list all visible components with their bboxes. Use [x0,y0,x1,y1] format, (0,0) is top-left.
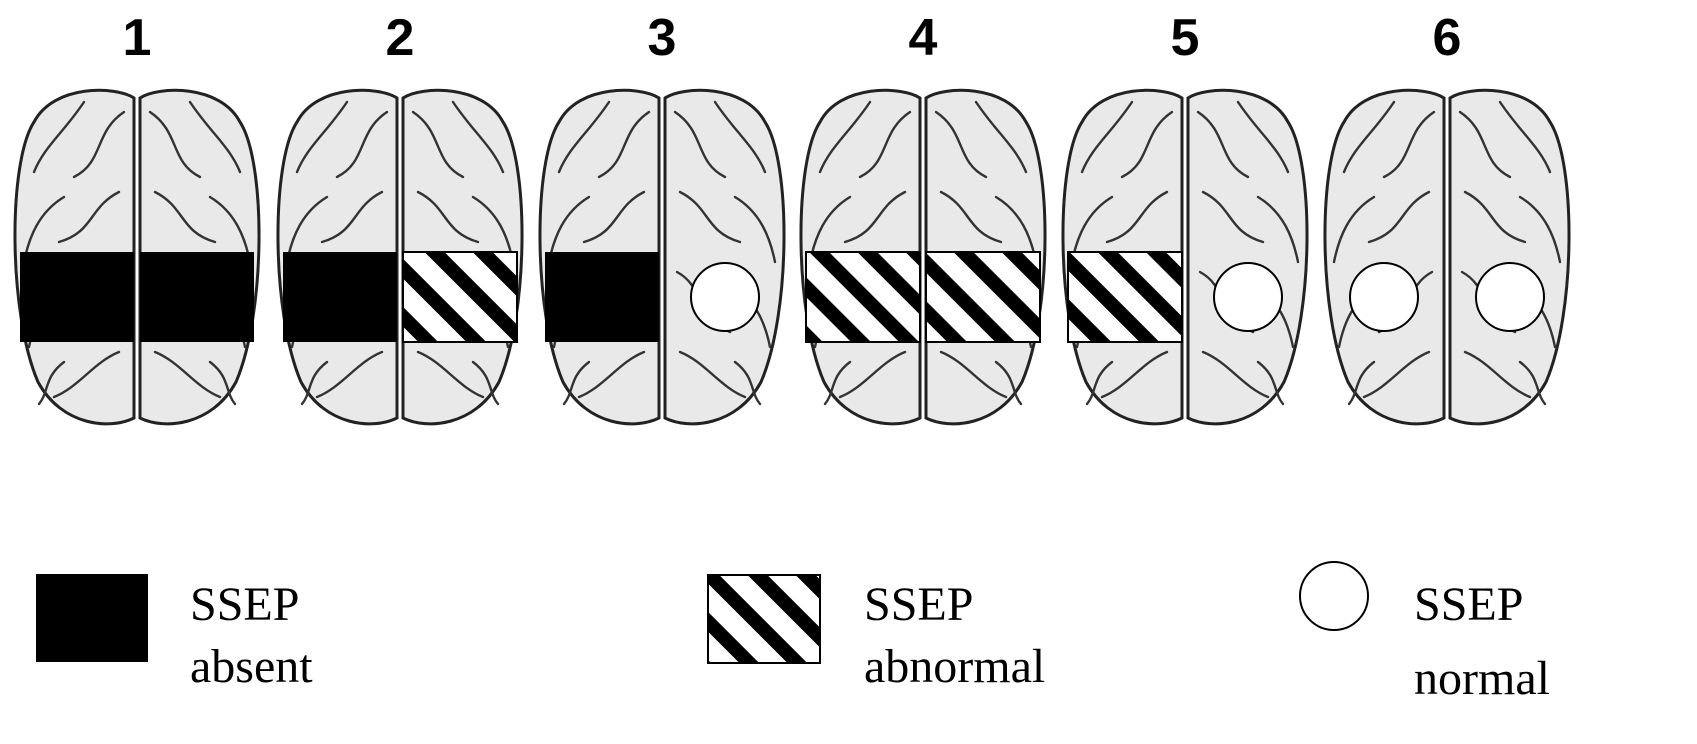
legend: SSEP absent SSEP abnormal SSEP normal [36,562,1550,705]
grades: 1 2 3 4 5 6 [15,9,1569,424]
legend-abnormal-line1: SSEP [864,578,973,631]
ssep-absent-marker [283,252,397,342]
brain-hemisphere-left [1325,90,1444,424]
ssep-abnormal-marker [806,252,920,342]
grade-4: 4 [801,9,1045,424]
legend-normal-line1: SSEP [1414,578,1523,631]
ssep-abnormal-marker [1068,252,1182,342]
grade-6: 6 [1325,9,1569,424]
ssep-absent-marker [140,252,254,342]
ssep-normal-marker [1214,263,1282,331]
grade-number: 3 [648,9,677,67]
legend-absent-swatch [36,574,148,662]
ssep-absent-marker [545,252,659,342]
grade-1: 1 [15,9,259,424]
legend-abnormal-line2: abnormal [864,640,1045,693]
legend-absent-line1: SSEP [190,578,299,631]
legend-absent-line2: absent [190,640,313,693]
ssep-absent-marker [20,252,134,342]
brain-hemisphere-right [1450,90,1569,424]
brain-hemisphere-right [1188,90,1307,424]
grade-number: 1 [123,9,152,67]
grade-5: 5 [1063,9,1307,424]
grade-number: 5 [1171,9,1200,67]
ssep-abnormal-marker [403,252,517,342]
ssep-abnormal-marker [926,252,1040,342]
ssep-normal-marker [1476,263,1544,331]
brain-hemisphere-right [665,90,784,424]
grade-number: 2 [386,9,415,67]
legend-normal-line2: normal [1414,652,1550,705]
grade-number: 4 [909,9,938,67]
legend-normal-swatch [1300,562,1368,630]
grade-3: 3 [540,9,784,424]
legend-abnormal-swatch [708,575,820,663]
ssep-normal-marker [691,263,759,331]
grade-2: 2 [278,9,522,424]
ssep-normal-marker [1350,263,1418,331]
grade-number: 6 [1433,9,1462,67]
